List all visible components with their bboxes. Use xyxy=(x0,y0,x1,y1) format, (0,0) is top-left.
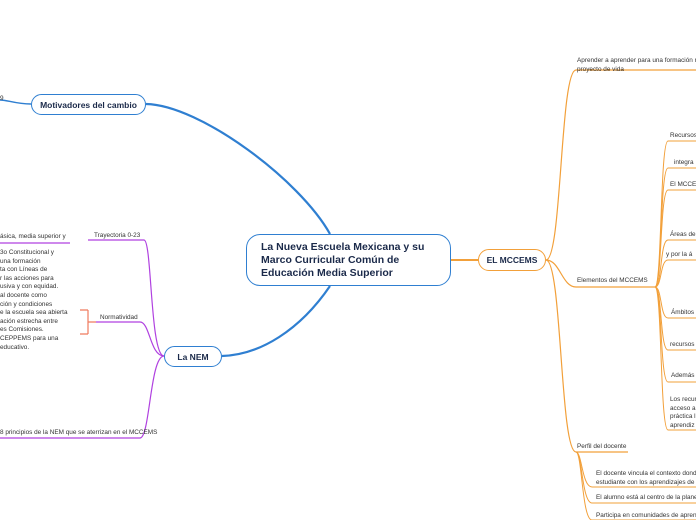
norm-line: es Comisiones. xyxy=(0,326,44,334)
link-normatividad-text xyxy=(80,309,96,335)
norm-line: ta con Líneas de xyxy=(0,266,48,274)
norm-line: ación estrecha entre xyxy=(0,317,58,325)
norm-line: e la escuela sea abierta xyxy=(0,309,68,317)
principios-node[interactable]: 8 principios de la NEM que se aterrizan … xyxy=(0,429,158,436)
central-topic-title: La Nueva Escuela Mexicana y su Marco Cur… xyxy=(261,241,425,279)
vincula-line: estudiante con los aprendizajes de t xyxy=(596,478,696,486)
elemento-el-mccem[interactable]: El MCCEM xyxy=(670,181,696,188)
elemento-integra[interactable]: integra xyxy=(674,159,694,166)
normatividad-node[interactable]: Normatividad xyxy=(100,314,138,321)
link-nem-trayectoria xyxy=(88,239,165,357)
elemento-ambitos[interactable]: Ámbitos xyxy=(671,309,695,316)
motivadores-label: Motivadores del cambio xyxy=(40,99,137,110)
norm-line: ción y condiciones xyxy=(0,300,53,308)
mccems-label: EL MCCEMS xyxy=(486,255,538,265)
elementos-node[interactable]: Elementos del MCCEMS xyxy=(577,277,648,284)
elemento-los-recur[interactable]: Los recur acceso al práctica l aprendiz xyxy=(670,396,696,430)
norm-line: CEPPEMS para una xyxy=(0,334,59,342)
link-mccems-elementos xyxy=(545,259,655,288)
norm-line: r las acciones para xyxy=(0,274,54,282)
elemento-y-por-la[interactable]: y por la á xyxy=(666,251,693,258)
los-recur-line: Los recur xyxy=(670,396,696,403)
trayectoria-node[interactable]: Trayectoria 0-23 xyxy=(94,232,141,239)
perfil-participa[interactable]: Participa en comunidades de apren xyxy=(596,512,696,519)
los-recur-line: acceso al xyxy=(670,404,696,412)
perfil-node[interactable]: Perfil del docente xyxy=(577,443,627,450)
los-recur-line: aprendiz xyxy=(670,421,695,429)
norm-line: usiva y con equidad. xyxy=(0,283,59,291)
mccems-node[interactable]: EL MCCEMS xyxy=(478,249,546,271)
norm-line: una formación xyxy=(0,257,41,265)
link-central-nem xyxy=(221,285,331,358)
elemento-areas[interactable]: Áreas de xyxy=(670,231,696,238)
norm-line: al docente como xyxy=(0,291,47,299)
link-mccems-perfil xyxy=(545,259,628,453)
nem-node[interactable]: La NEM xyxy=(164,346,222,367)
vincula-line: El docente vincula el contexto donde xyxy=(596,470,696,477)
normatividad-text: 3o Constitucional y una formación ta con… xyxy=(0,249,78,352)
link-nem-principios xyxy=(0,355,165,439)
elemento-recursos-2[interactable]: recursos s xyxy=(670,341,696,348)
aprender-line: Aprender a aprender para una formación n xyxy=(577,57,696,64)
central-topic[interactable]: La Nueva Escuela Mexicana y su Marco Cur… xyxy=(246,234,451,286)
motivadores-node[interactable]: Motivadores del cambio xyxy=(31,94,146,115)
los-recur-line: práctica l xyxy=(670,413,696,421)
link-mccems-aprender xyxy=(545,69,696,261)
aprender-node[interactable]: Aprender a aprender para una formación n… xyxy=(577,57,696,74)
aprender-line: proyecto de vida xyxy=(577,65,624,73)
link-central-motivadores xyxy=(145,102,331,235)
nem-label: La NEM xyxy=(177,351,209,362)
elemento-recursos[interactable]: Recursos xyxy=(670,132,696,139)
norm-line: educativo. xyxy=(0,343,30,351)
norm-line: 3o Constitucional y xyxy=(0,249,54,256)
trayectoria-cut-text: ásica, media superior y xyxy=(0,233,66,240)
link-motivadores-left xyxy=(0,99,32,105)
perfil-centro[interactable]: El alumno está al centro de la plane xyxy=(596,494,696,501)
elemento-ademas[interactable]: Además c xyxy=(671,372,696,379)
link-nem-normatividad xyxy=(96,321,165,357)
perfil-vincula[interactable]: El docente vincula el contexto donde est… xyxy=(596,470,696,487)
motivadores-cut-text: 9 xyxy=(0,95,4,102)
